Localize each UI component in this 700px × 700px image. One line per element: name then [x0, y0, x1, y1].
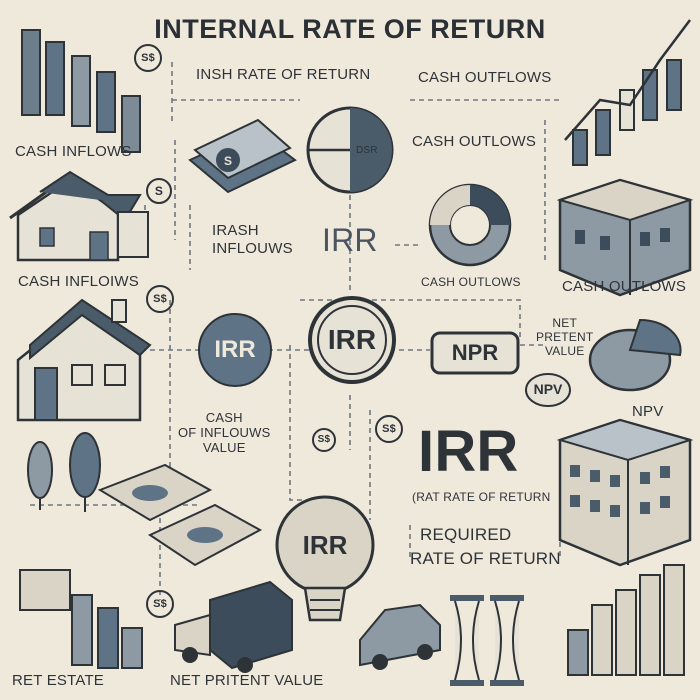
npv-pie-icon — [588, 318, 682, 392]
page-title: INTERNAL RATE OF RETURN — [154, 14, 546, 44]
house-icon — [9, 170, 149, 262]
lightbulb-icon — [275, 495, 375, 622]
pie-label: DSR — [356, 145, 378, 156]
dollar-badge-icon: S$ — [375, 415, 403, 443]
cash-inflows-label: CASH INFLOWS — [15, 143, 132, 160]
truck-icon — [174, 580, 293, 673]
cash-bars-icon — [19, 569, 143, 669]
big-irr-heading: IRR — [418, 419, 519, 484]
rate-of-return-label: RATE OF RETURN — [410, 549, 561, 568]
rising-chart-icon — [564, 19, 691, 166]
irr-center-text: IRR — [322, 222, 378, 258]
dollar-badge-icon: S$ — [146, 590, 174, 618]
cash-outlows-right-label: CASH OUTLOWS — [562, 278, 687, 295]
irr-left-circle-label: IRR — [214, 336, 256, 363]
irr-bulb-label: IRR — [302, 530, 348, 560]
required-label: REQUIRED — [420, 525, 512, 544]
net-pritent-value-label: NET PRITENT VALUE — [170, 672, 324, 689]
office-block-icon — [556, 178, 694, 297]
svg-text:S: S — [224, 154, 232, 168]
cash-outflows-top-label: CASH OUTFLOWS — [418, 69, 552, 86]
dollar-badge-icon: S$ — [146, 285, 174, 313]
cash-stack-icon: S — [188, 118, 297, 194]
insh-rate-label: INSH RATE OF RETURN — [196, 66, 371, 83]
dollar-badge-icon: S$ — [134, 44, 162, 72]
hourglass-icon — [450, 595, 524, 686]
growth-bars-icon — [567, 564, 685, 676]
money-bills-icon — [97, 463, 263, 567]
car-icon — [359, 603, 441, 670]
npr-box-label: NPR — [451, 340, 499, 365]
pie-chart-icon — [306, 106, 394, 194]
irr-main-circle-shape — [308, 296, 396, 384]
irash-inflows-label: IRASH INFLOUWS — [212, 222, 293, 257]
dollar-badge-icon: S — [146, 178, 172, 204]
cash-inflows-2-label: CASH INFLOIWS — [18, 273, 139, 290]
net-pretent-value-label: NET PRETENT VALUE — [536, 316, 594, 358]
npv-right-label: NPV — [632, 403, 664, 420]
rat-rate-label: (RAT RATE OF RETURN — [412, 490, 551, 504]
cash-of-inflouws-label: CASH OF INFLOUWS VALUE — [178, 410, 271, 455]
apartment-building-icon — [556, 418, 694, 567]
npv-badge-shape — [525, 373, 571, 407]
donut-chart-icon — [428, 183, 512, 267]
home-icon — [16, 298, 152, 422]
bar-chart-top-left-icon — [21, 29, 141, 153]
npr-box-shape — [430, 331, 520, 375]
irr-left-circle-shape — [198, 313, 272, 387]
cash-outlows-small-label: CASH OUTLOWS — [421, 275, 521, 289]
tree-icon — [27, 432, 101, 512]
dollar-badge-icon: S$ — [312, 428, 336, 452]
cash-outflows-mid-label: CASH OUTLOWS — [412, 133, 537, 150]
npv-badge-label: NPV — [533, 381, 563, 397]
irr-main-circle-label: IRR — [327, 324, 377, 355]
ret-estate-label: RET ESTATE — [12, 672, 105, 689]
